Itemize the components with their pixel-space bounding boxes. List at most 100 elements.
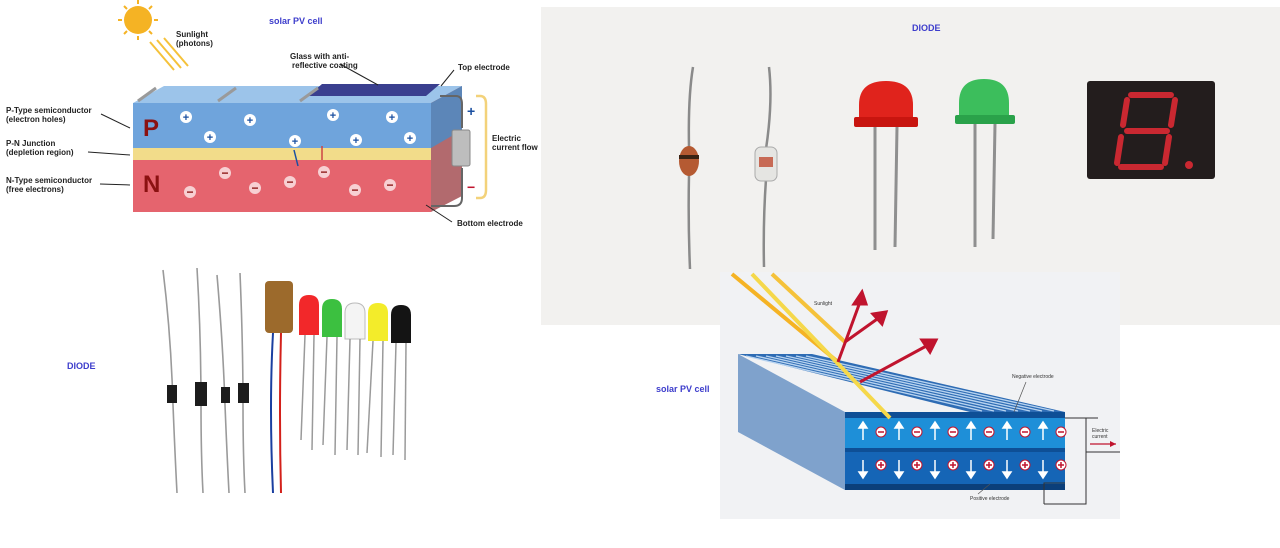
pn-junction-label-line1: P-N Junction	[6, 139, 55, 148]
electric-flow-label-line2: current flow	[492, 143, 539, 152]
photons-label: (photons)	[176, 39, 213, 48]
rectifier-diode-icon	[195, 382, 207, 406]
svg-text:−: −	[186, 185, 193, 199]
diode-photo-illustration	[679, 66, 1215, 270]
svg-text:−: −	[386, 178, 393, 192]
panel2-title: DIODE	[912, 23, 941, 33]
bottom-electrode-label: Bottom electrode	[457, 219, 523, 228]
top-contacts	[137, 86, 319, 103]
electron-icon: −	[249, 181, 261, 195]
led-green-icon	[322, 299, 342, 456]
glass-coating	[308, 84, 440, 96]
svg-text:+: +	[183, 112, 189, 124]
p-type-label-line2: (electron holes)	[6, 115, 66, 124]
glass-label-line1: Glass with anti-	[290, 52, 349, 61]
assorted-diodes-illustration	[162, 267, 411, 494]
hole-icon: +	[244, 114, 256, 127]
svg-text:−: −	[286, 175, 293, 189]
sun-rays	[149, 37, 189, 71]
red-led-icon	[854, 81, 918, 250]
negative-terminal: −	[467, 179, 475, 195]
electric-flow-label-line1: Electric	[492, 134, 521, 143]
bottom-wire	[431, 168, 463, 207]
led-red-icon	[299, 295, 319, 451]
hole-icon: +	[327, 109, 339, 122]
hole-icon: +	[289, 135, 301, 148]
positive-electrode-label: Positive electrode	[970, 496, 1010, 502]
electron-icon: −	[318, 165, 330, 179]
external-wire-bottom	[1043, 482, 1065, 504]
laser-diode-icon	[265, 281, 293, 494]
free-electrons: − − − − − − −	[184, 165, 396, 199]
p-type-layer	[133, 103, 431, 148]
panel4-title: solar PV cell	[656, 384, 710, 394]
electron-icon: −	[284, 175, 296, 189]
sunlight-label: Sunlight	[814, 301, 833, 307]
cell-left-face	[738, 354, 845, 490]
n-type-label-line1: N-Type semiconductor	[6, 176, 92, 185]
pv-cell-3d-illustration: Sunlight Negative electrode Positive ele…	[730, 272, 1120, 505]
electron-icon: −	[384, 178, 396, 192]
solar-pv-cell-diagram: P N + + + + + + + + − − − − − − − +	[0, 0, 540, 240]
sunlight-label: Sunlight	[176, 30, 208, 39]
svg-text:−: −	[221, 166, 228, 180]
led-white-icon	[344, 302, 366, 456]
panel3-title: DIODE	[67, 361, 96, 371]
electric-current-label-line2: current	[1092, 434, 1108, 440]
glass-label-line2: reflective coating	[292, 61, 358, 70]
hole-icon: +	[350, 134, 362, 147]
top-electrode-label: Top electrode	[458, 63, 510, 72]
solar-pv-cell-3d-diagram: Sunlight Negative electrode Positive ele…	[720, 272, 1120, 519]
svg-text:+: +	[292, 136, 298, 148]
diode-leads	[162, 267, 246, 494]
assorted-diodes-photo	[135, 265, 443, 495]
led-black-icon	[391, 305, 411, 461]
positive-terminal: +	[467, 103, 475, 119]
electron-icon: −	[349, 183, 361, 197]
svg-text:−: −	[320, 165, 327, 179]
hole-icon: +	[386, 111, 398, 124]
led-yellow-icon	[366, 303, 388, 458]
electron-holes: + + + + + + + +	[180, 109, 416, 148]
sun-icon	[118, 0, 158, 40]
electron-icon: −	[184, 185, 196, 199]
electron-icon: −	[219, 166, 231, 180]
svg-text:−: −	[251, 181, 258, 195]
current-flow-arrow	[476, 94, 488, 200]
rectifier-diode-icon	[238, 383, 249, 403]
reflected-light-arrows	[836, 288, 939, 384]
hole-icon: +	[204, 131, 216, 144]
panel1-title: solar PV cell	[269, 16, 323, 26]
label-pointers	[87, 63, 455, 223]
pn-junction-label-line2: (depletion region)	[6, 148, 74, 157]
negative-electrode-label: Negative electrode	[1012, 374, 1054, 380]
top-wire	[440, 95, 463, 128]
glass-diode-icon	[754, 66, 778, 268]
seven-segment-display-icon	[1087, 81, 1215, 179]
svg-text:+: +	[247, 115, 253, 127]
green-led-icon	[955, 79, 1015, 247]
n-type-layer	[133, 160, 431, 212]
electron-move-arrow	[293, 149, 299, 167]
rectifier-diode-icon	[221, 387, 230, 403]
electric-current-label-line1: Electric	[1092, 428, 1109, 434]
svg-text:+: +	[207, 132, 213, 144]
carrier-arrows	[857, 420, 1067, 480]
svg-text:+: +	[330, 110, 336, 122]
n-letter: N	[143, 171, 160, 198]
zener-diode-icon	[679, 66, 699, 270]
svg-text:+: +	[407, 133, 413, 145]
svg-text:−: −	[351, 183, 358, 197]
pn-junction-layer	[133, 148, 431, 160]
pv-cell-illustration: P N + + + + + + + + − − − − − − − +	[6, 0, 539, 228]
p-type-label-line1: P-Type semiconductor	[6, 106, 92, 115]
hole-icon: +	[404, 132, 416, 145]
svg-text:+: +	[389, 112, 395, 124]
p-letter: P	[143, 115, 159, 142]
sunlight-beams	[730, 272, 892, 420]
svg-text:+: +	[353, 135, 359, 147]
hole-icon: +	[180, 111, 192, 124]
rectifier-diode-icon	[167, 385, 177, 403]
n-type-label-line2: (free electrons)	[6, 185, 64, 194]
load-resistor-icon	[451, 129, 471, 167]
